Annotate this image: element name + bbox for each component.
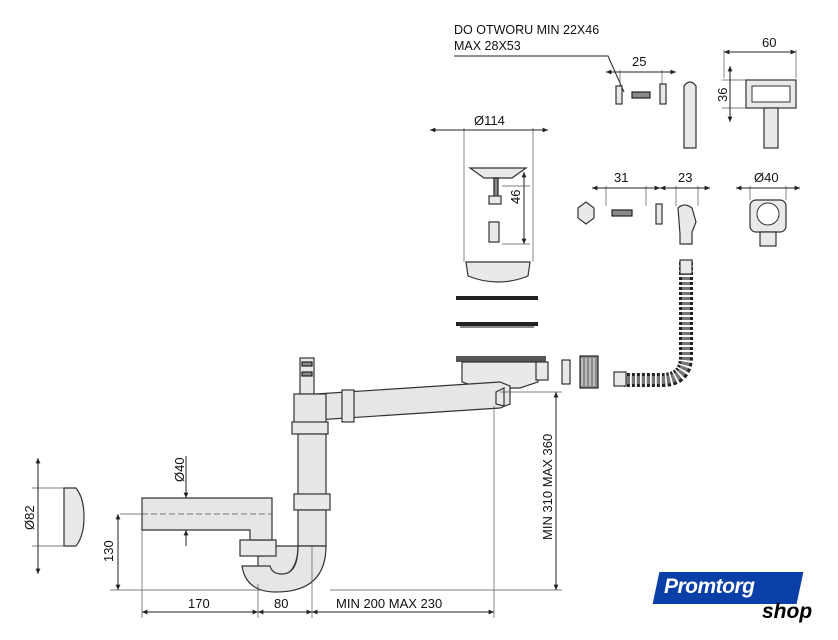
- trap-nut-bottom: [239, 539, 277, 557]
- note-line-1: DO OTWORU MIN 22X46: [454, 23, 599, 37]
- dim-min-max-horizontal: MIN 200 MAX 230: [336, 596, 442, 611]
- dim-31: 31: [614, 170, 628, 185]
- overflow-screw: [631, 91, 651, 99]
- end-cap-shape: [63, 487, 85, 547]
- overflow-grille-parts: 25 60 36: [606, 35, 797, 149]
- connector-nuts: [561, 355, 599, 389]
- dim-25: 25: [632, 54, 646, 69]
- note-line-2: MAX 28X53: [454, 39, 521, 53]
- overflow-hose: [613, 259, 693, 387]
- dim-min-max-vertical: MIN 310 MAX 360: [540, 434, 555, 540]
- dim-40-pipe: Ø40: [172, 456, 189, 546]
- logo-brand: Promtorg: [664, 575, 755, 598]
- dim-130-label: 130: [101, 540, 116, 562]
- overflow-ring: [659, 83, 667, 105]
- note-leader: [454, 55, 625, 93]
- trap-assembly: [120, 357, 331, 593]
- dim-60: 60: [762, 35, 776, 50]
- dim-36: 36: [715, 88, 730, 102]
- overflow-body-side: [683, 81, 697, 149]
- trap-nut-top: [291, 421, 329, 435]
- overflow-screw-head: [577, 201, 595, 225]
- waste-outlet-body: [465, 261, 531, 283]
- overflow-fitting-parts: 31 23 Ø40: [577, 170, 800, 247]
- overflow-cover-part: [615, 85, 623, 105]
- dim-80: 80: [274, 596, 288, 611]
- nut-washer: [561, 359, 571, 385]
- gasket-2: [456, 322, 538, 326]
- strainer-basket: Ø114 46: [430, 113, 548, 328]
- strainer-pin: [488, 221, 500, 243]
- dim-23: 23: [678, 170, 692, 185]
- main-assembly: [315, 356, 549, 423]
- dim-40-fitting: Ø40: [754, 170, 779, 185]
- logo-suffix: shop: [762, 600, 813, 623]
- overflow-note: DO OTWORU MIN 22X46 MAX 28X53: [454, 23, 625, 93]
- nut: [579, 355, 599, 389]
- dim-46: 46: [508, 190, 523, 204]
- dim-vertical-min-max: MIN 310 MAX 360: [330, 391, 562, 591]
- dim-40-pipe-label: Ø40: [172, 457, 187, 482]
- dim-170: 170: [188, 596, 210, 611]
- overflow-fitting-side: [677, 204, 697, 245]
- bottom-dimensions: 170 80 MIN 200 MAX 230: [141, 406, 495, 618]
- trap-vertical-pipe: [297, 433, 327, 497]
- gasket-1: [456, 296, 538, 300]
- outlet-pipe: [141, 497, 273, 541]
- dim-114: Ø114: [474, 113, 505, 128]
- dim-130: 130: [101, 514, 260, 591]
- strainer-cup: [468, 167, 528, 179]
- trap-nut-middle: [293, 493, 331, 511]
- end-cap: Ø82: [22, 458, 85, 574]
- dim-82: Ø82: [22, 505, 37, 530]
